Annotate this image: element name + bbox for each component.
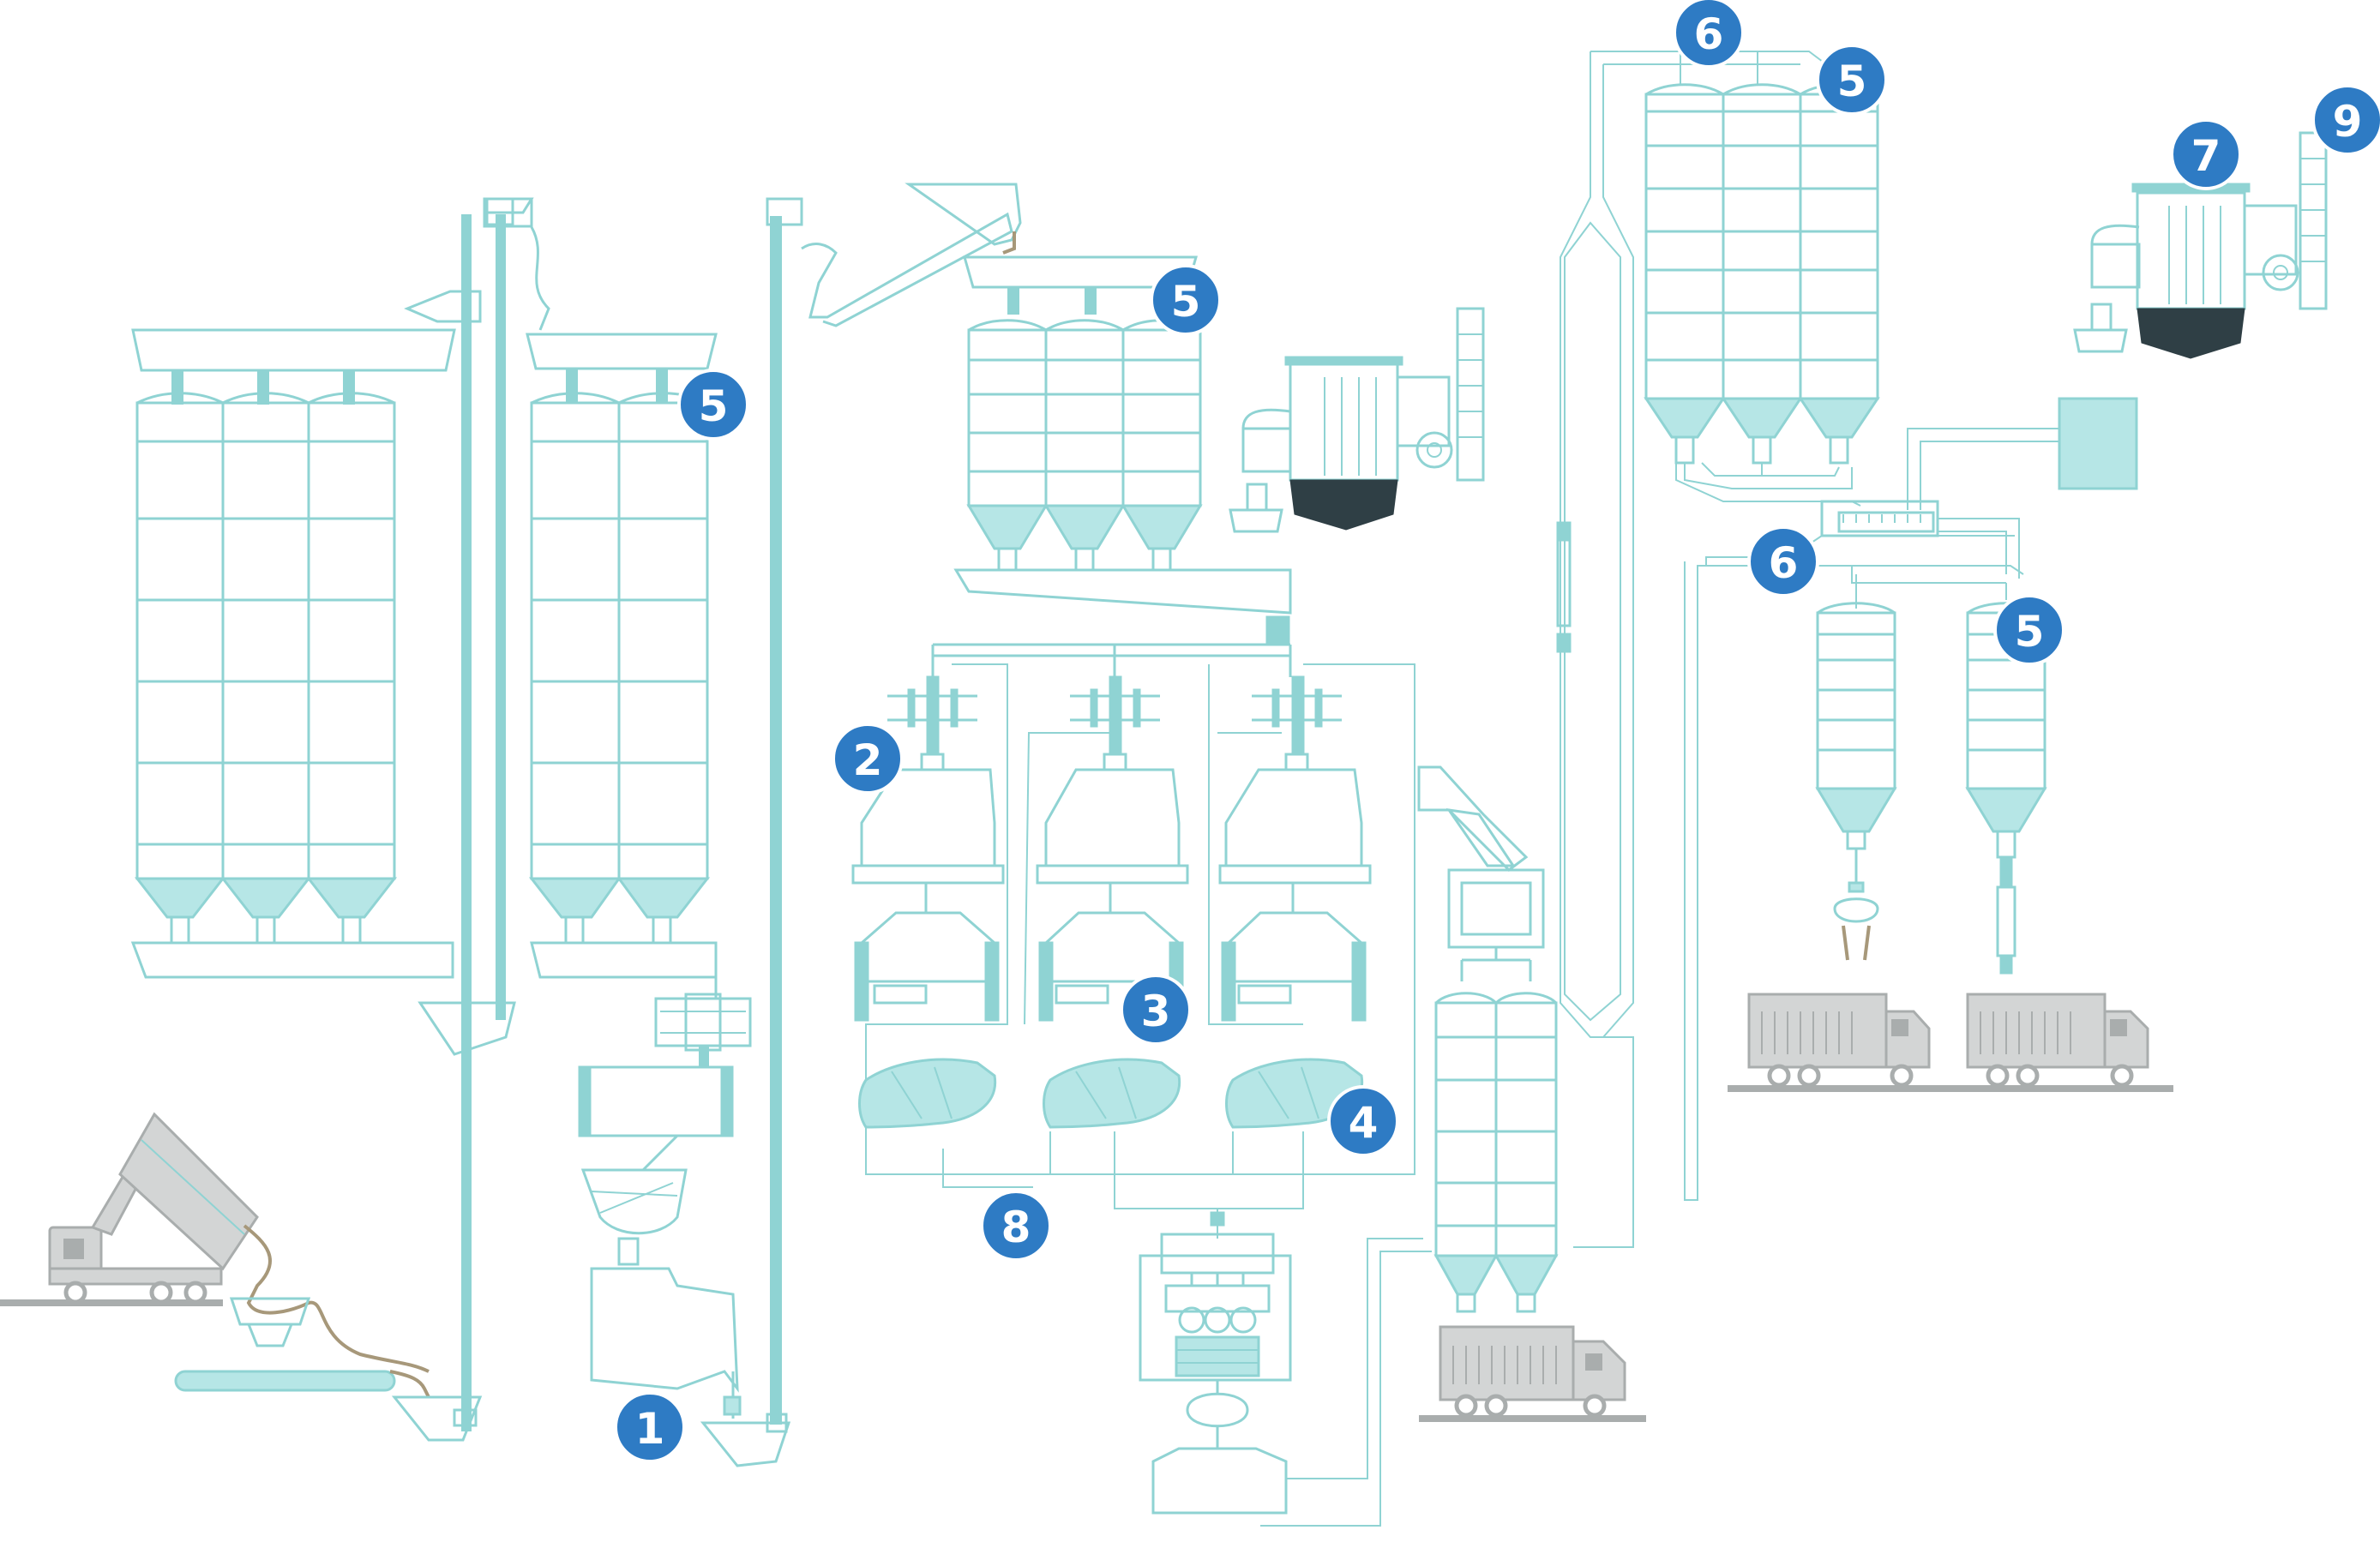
storage-silos-middle (483, 197, 718, 979)
bulk-truck-right-a (1747, 993, 1931, 1088)
badge-7: 7 (2170, 118, 2242, 190)
badge-5-top-right-silos-label: 5 (1837, 57, 1867, 106)
storage-silos-left (130, 290, 482, 979)
badge-1-label: 1 (635, 1404, 665, 1454)
badge-2-label: 2 (853, 735, 883, 785)
badge-5-right-silo: 5 (1993, 594, 2065, 666)
badge-5-middle-silos-label: 5 (699, 381, 729, 431)
badge-5-center-silos: 5 (1150, 264, 1222, 336)
loading-silo-right-b (1965, 602, 2047, 975)
return-piping (865, 1131, 1304, 1239)
badge-8-label: 8 (1001, 1203, 1031, 1252)
badge-8: 8 (980, 1190, 1052, 1262)
loading-silos-center (1417, 765, 1559, 1313)
badge-9-label: 9 (2333, 97, 2363, 147)
screw-feeder-right (1684, 397, 2138, 1201)
mill-column-2 (1036, 675, 1189, 1129)
receiving-hopper (174, 1297, 430, 1398)
bucket-elevator-middle (700, 183, 1022, 1467)
badge-1: 1 (614, 1391, 686, 1463)
badge-4-label: 4 (1349, 1098, 1379, 1148)
badge-3: 3 (1120, 974, 1192, 1046)
badge-5-top-right-silos: 5 (1816, 44, 1888, 116)
mill-column-1 (851, 675, 1005, 1129)
dust-collector-right (2073, 131, 2328, 359)
badge-6-right-label: 6 (1769, 538, 1799, 588)
badge-5-right-silo-label: 5 (2015, 607, 2045, 657)
classifier-unit (1139, 1233, 1432, 1527)
badge-6-top-label: 6 (1694, 9, 1724, 59)
badge-6-top: 6 (1673, 0, 1745, 69)
badge-7-label: 7 (2191, 131, 2221, 181)
bucket-elevator-right (1556, 51, 1827, 1248)
badge-4: 4 (1327, 1085, 1399, 1157)
badge-6-right: 6 (1747, 525, 1819, 597)
storage-silos-top-right (1644, 83, 1880, 507)
dust-collector-center (1229, 307, 1485, 533)
bulk-truck-right-b (1966, 993, 2149, 1088)
mill-column-3 (1218, 675, 1372, 1129)
badge-5-middle-silos: 5 (677, 369, 749, 441)
badge-2: 2 (832, 723, 904, 795)
storage-silos-center (953, 255, 1292, 645)
badge-5-center-silos-label: 5 (1171, 277, 1201, 327)
crushing-line (578, 977, 752, 1419)
dump-truck-unloading (0, 1112, 430, 1373)
bucket-elevator-left (391, 197, 534, 1442)
bulk-truck-center (1419, 1325, 1646, 1422)
badge-3-label: 3 (1141, 987, 1171, 1036)
badge-9: 9 (2311, 84, 2380, 156)
loading-silo-right-a (1815, 602, 1897, 961)
